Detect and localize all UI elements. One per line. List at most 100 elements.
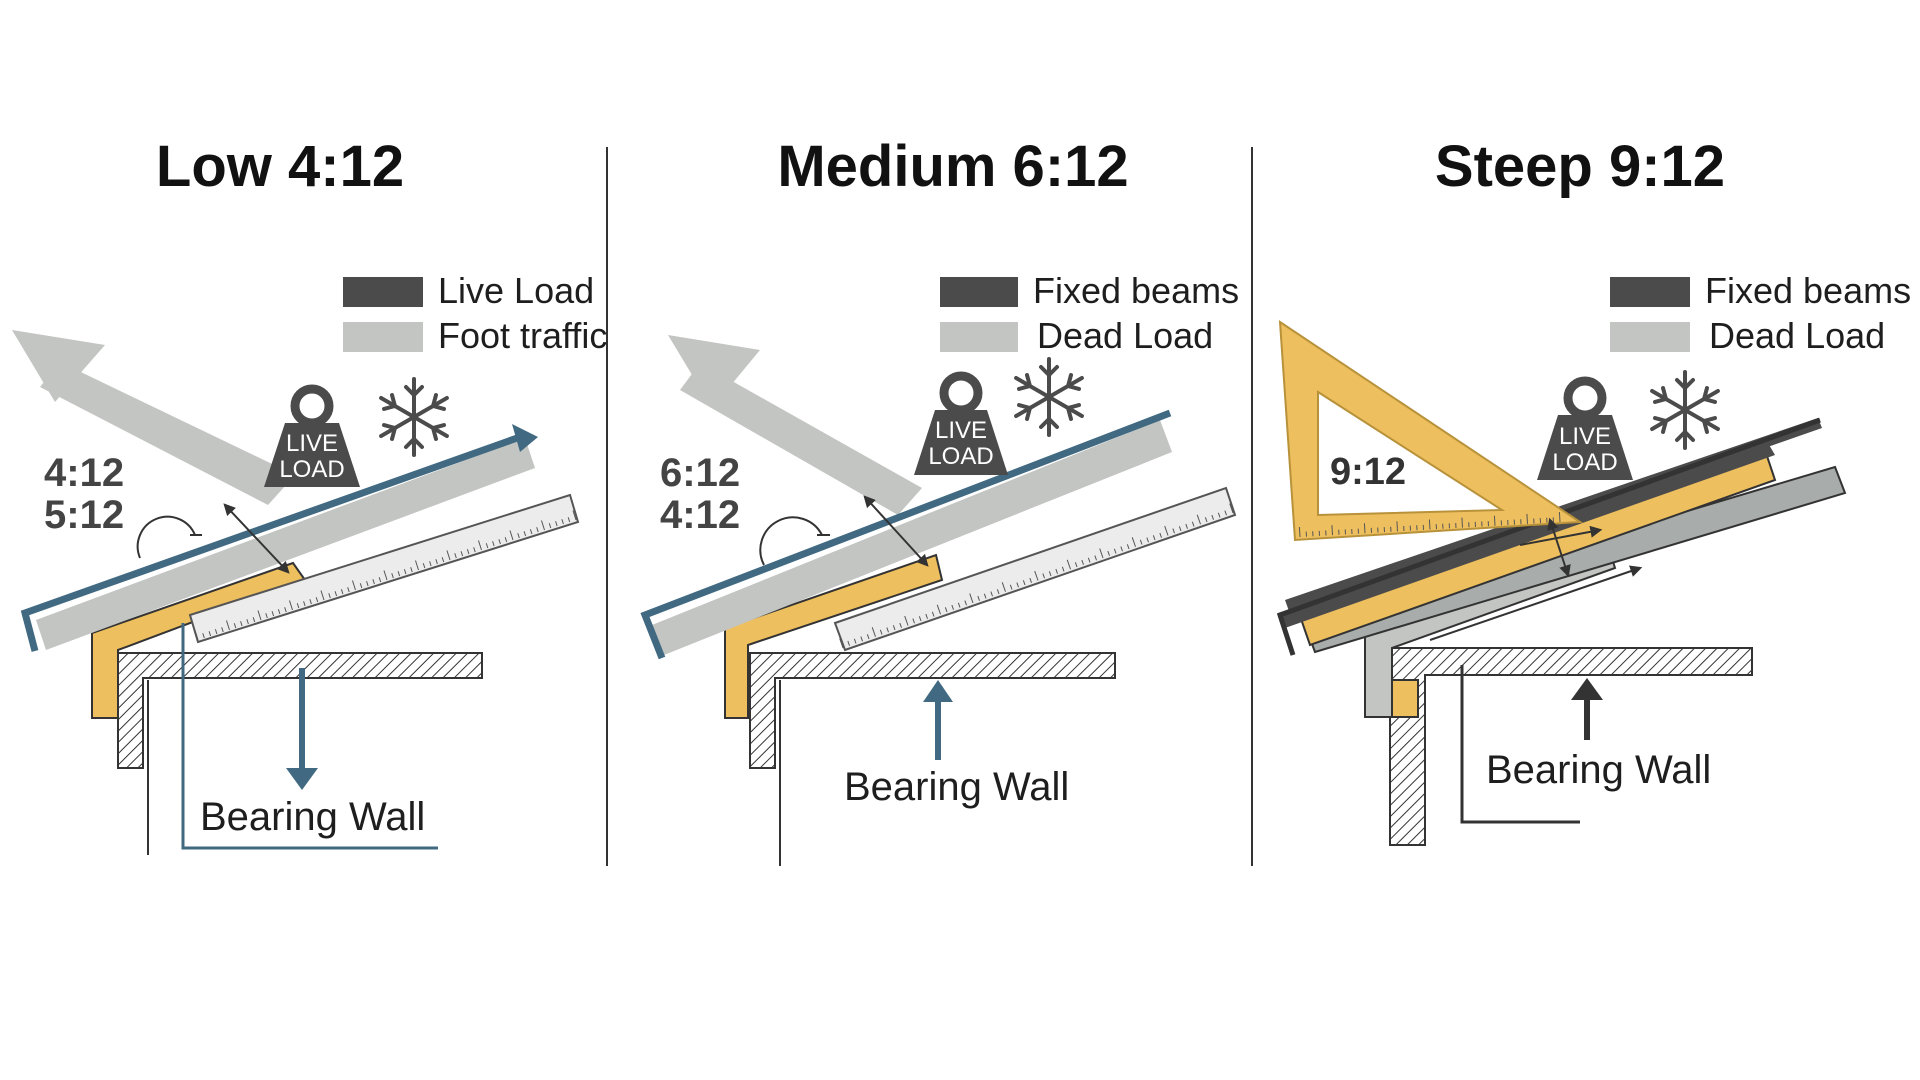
pitch-ratio: 4:12 xyxy=(44,451,124,495)
ruler-tick xyxy=(257,610,262,621)
ruler-tick xyxy=(1087,557,1091,563)
ruler-tick xyxy=(460,551,464,557)
weight-label: LOAD xyxy=(928,443,993,470)
ruler-tick xyxy=(498,539,501,545)
ruler-tick xyxy=(246,619,249,625)
legend-label: Fixed beams xyxy=(1033,270,1239,311)
ruler-tick xyxy=(221,627,224,633)
ruler-tick xyxy=(1298,526,1301,538)
ruler-tick xyxy=(925,613,928,619)
panel-title: Low 4:12 xyxy=(156,134,404,199)
bracket-line xyxy=(181,623,438,850)
dimension-arrow xyxy=(223,503,290,574)
ruler-tick xyxy=(996,589,1000,595)
ruler-tick xyxy=(969,593,974,604)
ruler-tick xyxy=(1066,559,1071,570)
ruler-tick xyxy=(403,569,407,575)
ruler-tick xyxy=(904,615,909,626)
ruler-tick xyxy=(1152,535,1156,541)
ruler-tick xyxy=(208,631,212,637)
legend-label: Dead Load xyxy=(1037,315,1213,356)
dimension-arrow xyxy=(1547,517,1571,578)
ruler-tick xyxy=(1211,514,1214,520)
ruler-tick xyxy=(1131,537,1136,547)
ruler-tick xyxy=(347,587,350,593)
ruler-tick xyxy=(944,607,948,613)
ruler-tick xyxy=(1042,573,1045,579)
ruler-tick xyxy=(847,640,850,646)
panel-title: Steep 9:12 xyxy=(1435,134,1725,199)
legend-label: Live Load xyxy=(438,270,594,311)
legend-label: Foot traffic xyxy=(438,315,607,356)
ruler-tick xyxy=(839,638,844,649)
weight-label: LIVE xyxy=(286,430,338,457)
pitch-ratio: 4:12 xyxy=(660,493,740,537)
ruler-tick xyxy=(477,540,482,551)
ruler-tick xyxy=(1363,523,1366,534)
ruler-tick xyxy=(202,633,205,639)
ruler-tick xyxy=(1107,550,1110,556)
ruler-ticks xyxy=(194,503,1561,649)
ruler-tick xyxy=(397,571,401,577)
legend-swatch-light xyxy=(1610,322,1690,352)
ruler-tick xyxy=(523,531,527,537)
roof-edge xyxy=(1276,417,1821,656)
ruler-tick xyxy=(303,601,306,607)
ruler-tick xyxy=(1428,519,1431,530)
ruler-tick xyxy=(372,579,375,585)
arrow-icon xyxy=(12,330,295,505)
pitch-ratio: 5:12 xyxy=(44,493,124,537)
arrow-icon xyxy=(668,335,922,515)
ruler-tick xyxy=(466,549,470,555)
ruler-tick xyxy=(1139,539,1143,545)
ruler-tick xyxy=(1126,544,1130,550)
ruler-tick xyxy=(561,519,564,525)
ruler-tick xyxy=(225,620,230,631)
ruler-tick xyxy=(265,613,268,619)
ruler-tick xyxy=(485,543,489,549)
bracket-line xyxy=(1460,665,1580,824)
ruler-tick xyxy=(990,591,993,597)
ruler-tick xyxy=(309,599,312,605)
ruler-tick xyxy=(936,604,941,615)
ruler-tick xyxy=(277,609,281,615)
weight-label: LIVE xyxy=(935,417,987,444)
legend-swatch-dark xyxy=(940,277,1018,307)
ruler-tick xyxy=(853,638,857,644)
ruler-tick xyxy=(1196,514,1201,525)
ruler-tick xyxy=(441,557,445,563)
ruler-icon xyxy=(833,486,1237,652)
triangle-ruler-icon: 9:12 xyxy=(1278,320,1584,542)
ruler-tick xyxy=(378,577,382,583)
curved-arrow-icon xyxy=(136,515,196,559)
ruler-tick xyxy=(1009,584,1013,590)
ruler-tick xyxy=(1113,548,1117,554)
ruler-tick xyxy=(1461,517,1463,528)
ruler-tick xyxy=(284,607,287,613)
ruler-tick xyxy=(1120,546,1123,552)
ruler-tick xyxy=(473,547,476,553)
ruler-tick xyxy=(860,636,863,642)
ruler-tick xyxy=(866,634,870,640)
legend-swatch-dark xyxy=(343,277,423,307)
pitch-ratio: 6:12 xyxy=(660,451,740,495)
rafter-line xyxy=(640,409,1172,660)
ruler-tick xyxy=(555,521,558,527)
panel-steep: Steep 9:12 Fixed beams Dead Load Bearing… xyxy=(1276,134,1911,846)
ruler-tick xyxy=(964,600,967,606)
ruler-tick xyxy=(1185,523,1188,529)
snowflake-icon xyxy=(379,377,449,457)
ruler-tick xyxy=(977,595,980,601)
ruler-tick xyxy=(1029,577,1032,583)
legend-swatch-light xyxy=(343,322,423,352)
ruler-tick xyxy=(435,559,438,565)
ruler-tick xyxy=(509,530,514,541)
legend-swatch-dark xyxy=(1610,277,1690,307)
ruler-tick xyxy=(320,590,325,601)
ruler-tick xyxy=(879,629,883,635)
ruler-tick xyxy=(1034,570,1039,581)
ruler-tick xyxy=(536,527,539,533)
weight-icon: LIVE LOAD xyxy=(914,371,1008,475)
ruler-tick xyxy=(1224,510,1227,516)
